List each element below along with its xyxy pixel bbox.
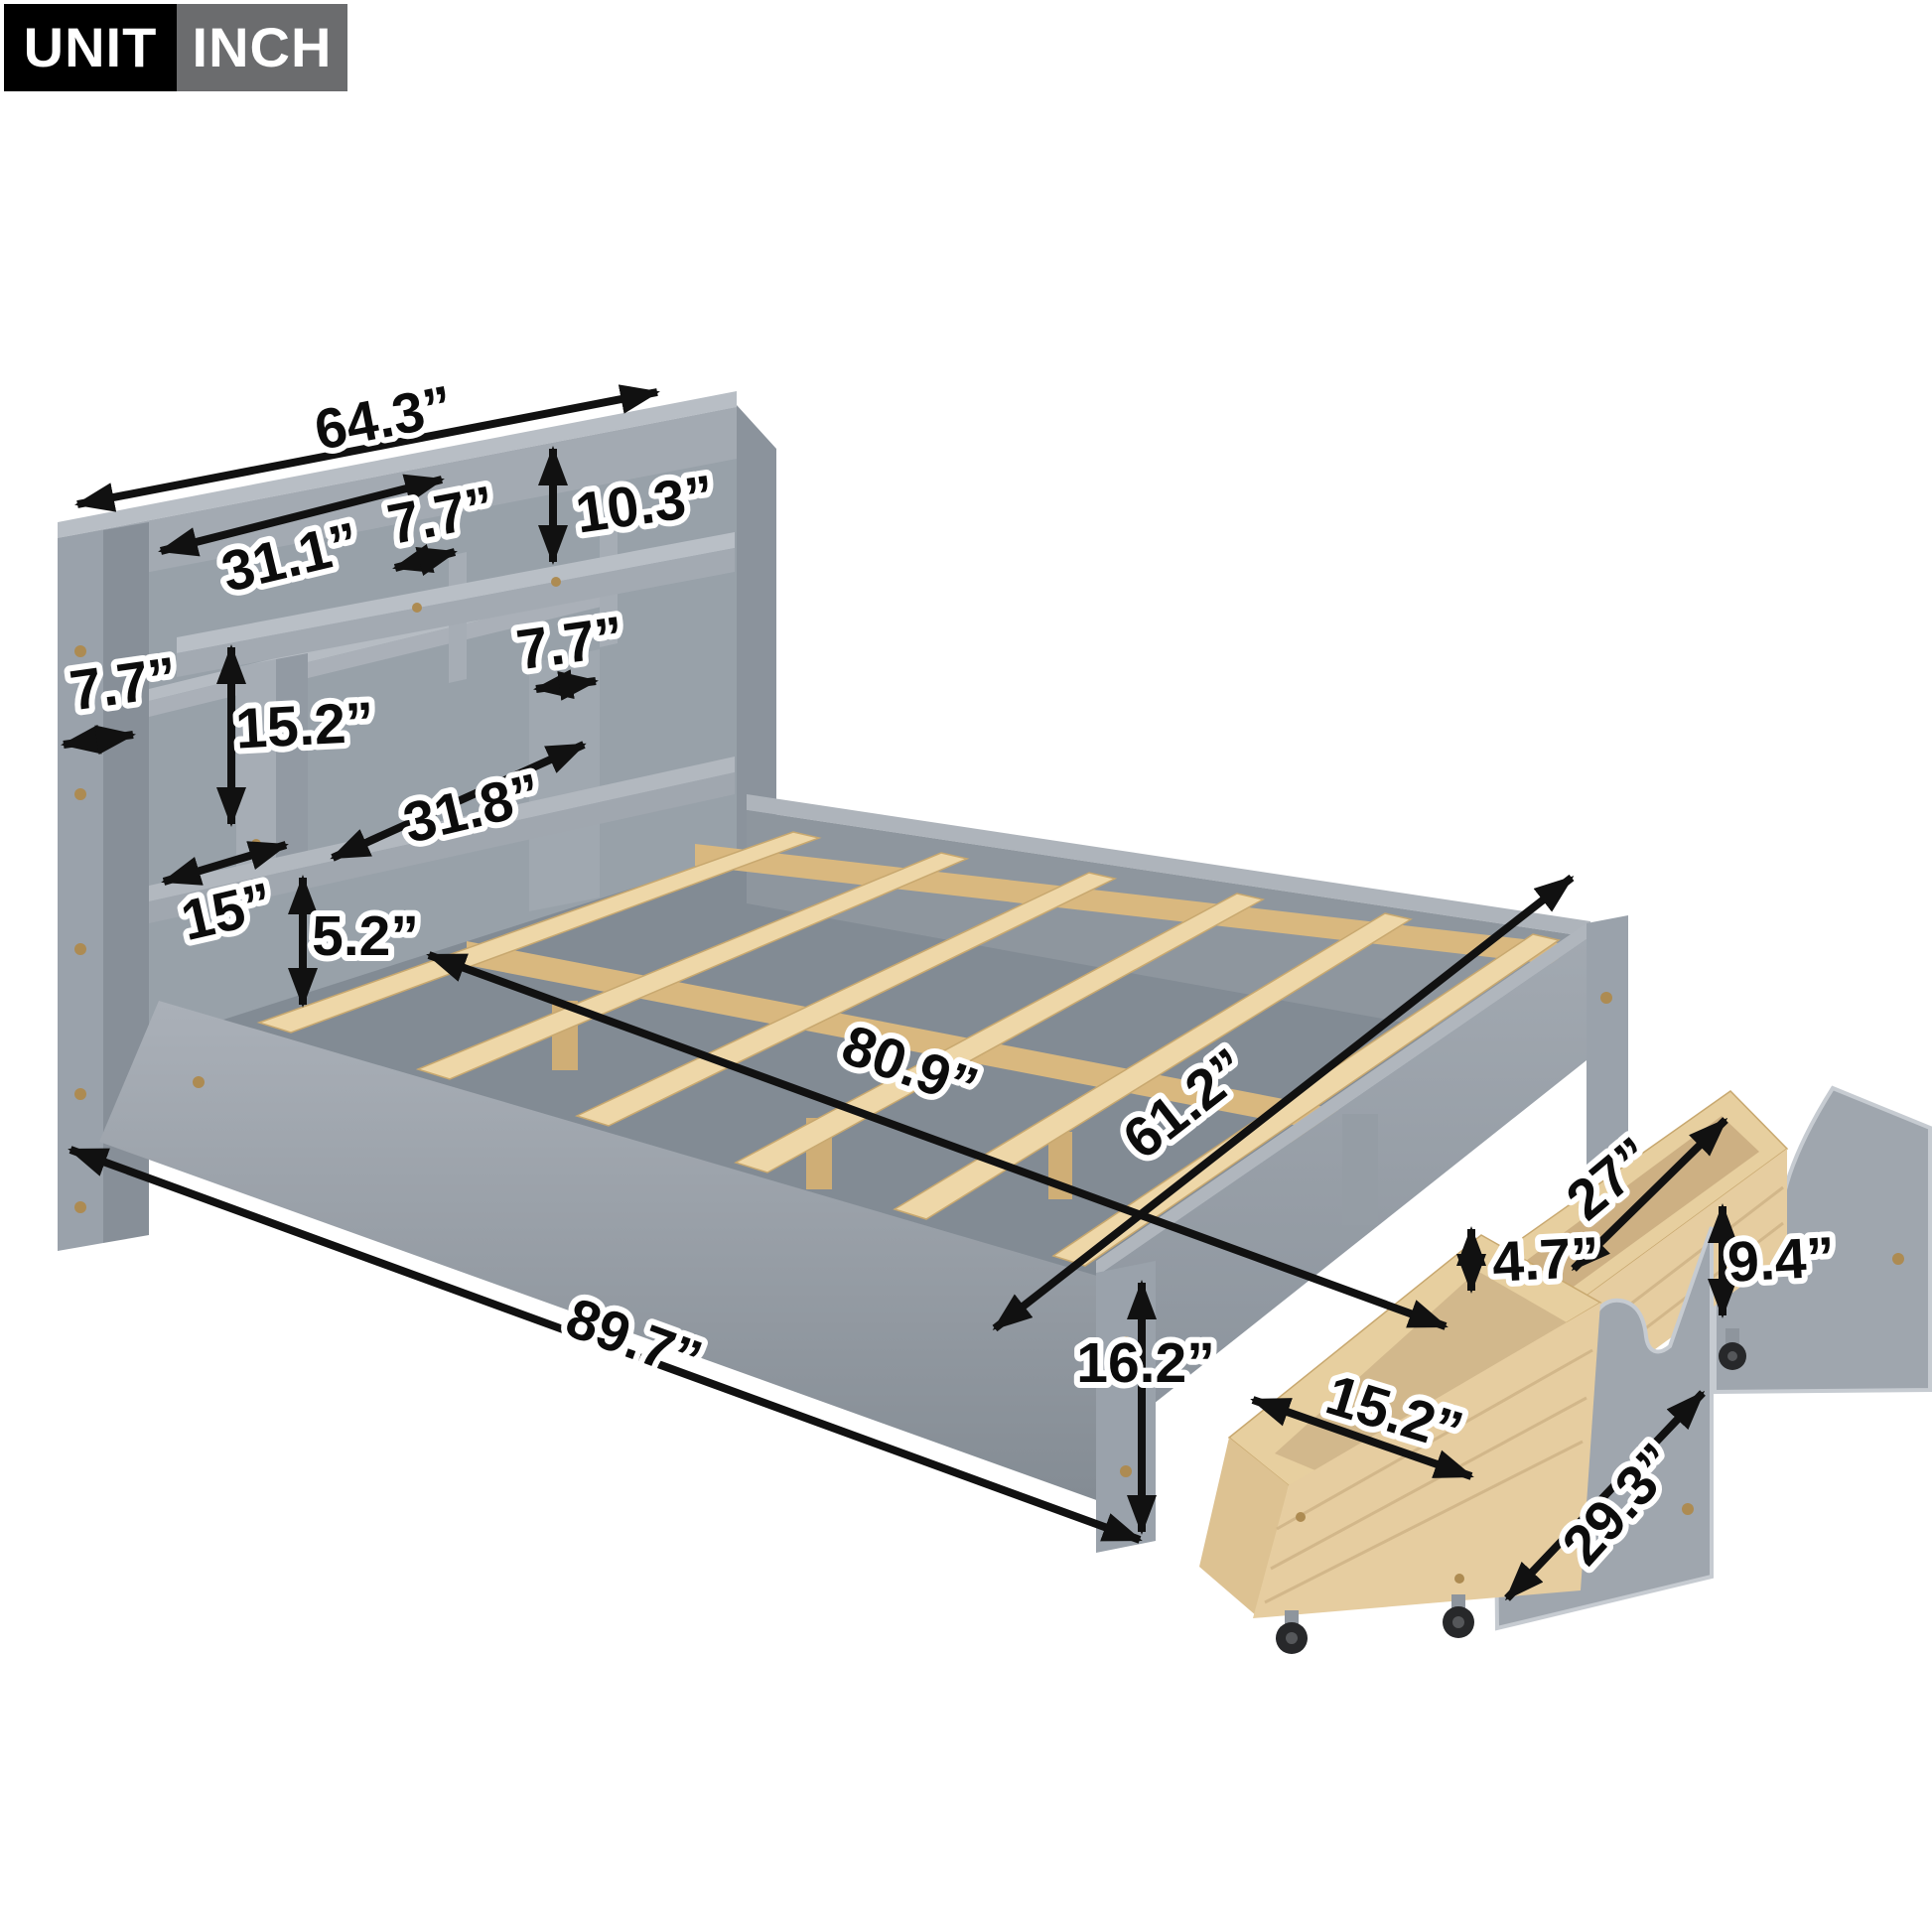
- dimension-arrow: [61, 724, 136, 756]
- dimension-arrow: [1571, 1117, 1728, 1272]
- screw: [74, 788, 86, 800]
- dim-footboard-height: 16.2”: [1076, 1331, 1214, 1395]
- screw: [193, 1076, 205, 1088]
- caster-wheel: [1443, 1594, 1474, 1638]
- screw: [1296, 1512, 1306, 1522]
- mid-divider-side: [276, 653, 308, 876]
- caster-wheel: [1719, 1328, 1746, 1370]
- slat: [256, 831, 822, 1034]
- screw: [74, 943, 86, 955]
- unit-label: UNIT: [4, 4, 177, 91]
- dimension-arrow: [392, 543, 458, 577]
- dim-drawer-front-height: 9.4”: [1726, 1225, 1837, 1295]
- screw: [1892, 1253, 1904, 1265]
- dimension-arrow: [330, 741, 587, 862]
- screw: [1120, 1465, 1132, 1477]
- dimension-arrow: [1504, 1390, 1706, 1601]
- unit-badge: UNIT INCH: [4, 4, 347, 91]
- screw: [251, 839, 261, 849]
- screw: [74, 645, 86, 657]
- dim-mid-opening-height: 15.2”: [234, 690, 376, 760]
- screw: [251, 710, 261, 720]
- center-foot-leg: [1342, 1114, 1378, 1225]
- screw: [74, 1088, 86, 1100]
- screw: [1454, 1574, 1464, 1584]
- dimension-arrow: [1250, 1396, 1474, 1480]
- near-foot-post: [1096, 1261, 1156, 1553]
- dim-slat-frame-height: 5.2”: [312, 904, 419, 968]
- dimension-arrow: [161, 841, 289, 886]
- unit-value: INCH: [177, 4, 347, 91]
- dimension-arrow: [68, 1146, 1143, 1544]
- dimension-arrows: [61, 384, 1737, 1601]
- screw: [412, 603, 422, 613]
- screw: [551, 577, 561, 587]
- screw: [1682, 1503, 1694, 1515]
- dim-headboard-depth: 7.7”: [67, 645, 182, 723]
- screw: [74, 1201, 86, 1213]
- left-post-front: [58, 530, 103, 1251]
- middle-shelf-top: [177, 532, 735, 653]
- far-foot-post: [1587, 915, 1628, 1168]
- caster-wheel: [1276, 1610, 1308, 1654]
- dim-drawer-side-height: 4.7”: [1491, 1225, 1601, 1295]
- screw: [1600, 992, 1612, 1004]
- mid-divider-front: [236, 659, 276, 884]
- middle-shelf-front: [177, 548, 735, 677]
- dimension-arrow: [533, 669, 599, 701]
- dimension-arrow: [158, 474, 445, 557]
